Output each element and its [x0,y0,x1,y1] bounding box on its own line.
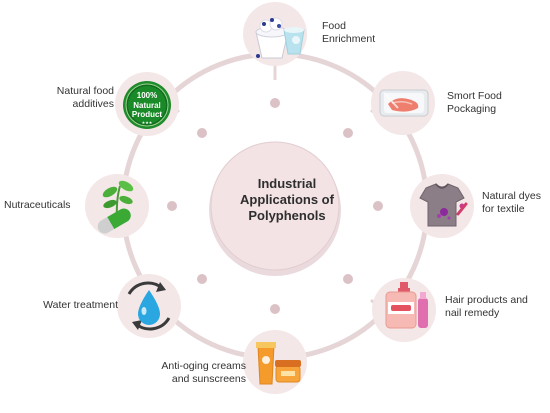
label-food-enrichment: Food Enrichment [322,20,376,45]
sunscreen-tube-icon [256,342,301,385]
stained-tshirt-icon [419,183,468,227]
label-smart-food-packaging: Smort Food Pockaging [447,90,502,115]
label-hair-products: Hair products and nail remedy [445,294,528,319]
label-anti-aging: Anti-oging creams and sunscreens [161,360,246,385]
center-disc [210,141,340,271]
water-drop-recycle-icon [127,281,171,331]
badge-stars: ★★★ [142,120,153,125]
center-title: Industrial Applications of Polyphenols [240,176,334,223]
badge-line1: 100% [137,91,157,100]
label-natural-dyes: Natural dyes for textile [482,190,541,215]
cosmetic-bottles-icon [385,282,428,329]
badge-line3: Product [132,110,163,119]
natural-product-badge-icon: 100% Natural Product ★★★ [123,81,171,129]
label-nutraceuticals: Nutraceuticals [4,199,71,211]
label-natural-food-additives: Natural food additives [56,85,114,110]
yogurt-cup-icon [255,17,305,59]
packaged-meat-tray-icon [379,89,429,117]
plant-capsule-icon [97,180,134,234]
label-water-treatment: Water treatment [43,299,118,311]
badge-line2: Natural [133,101,161,110]
